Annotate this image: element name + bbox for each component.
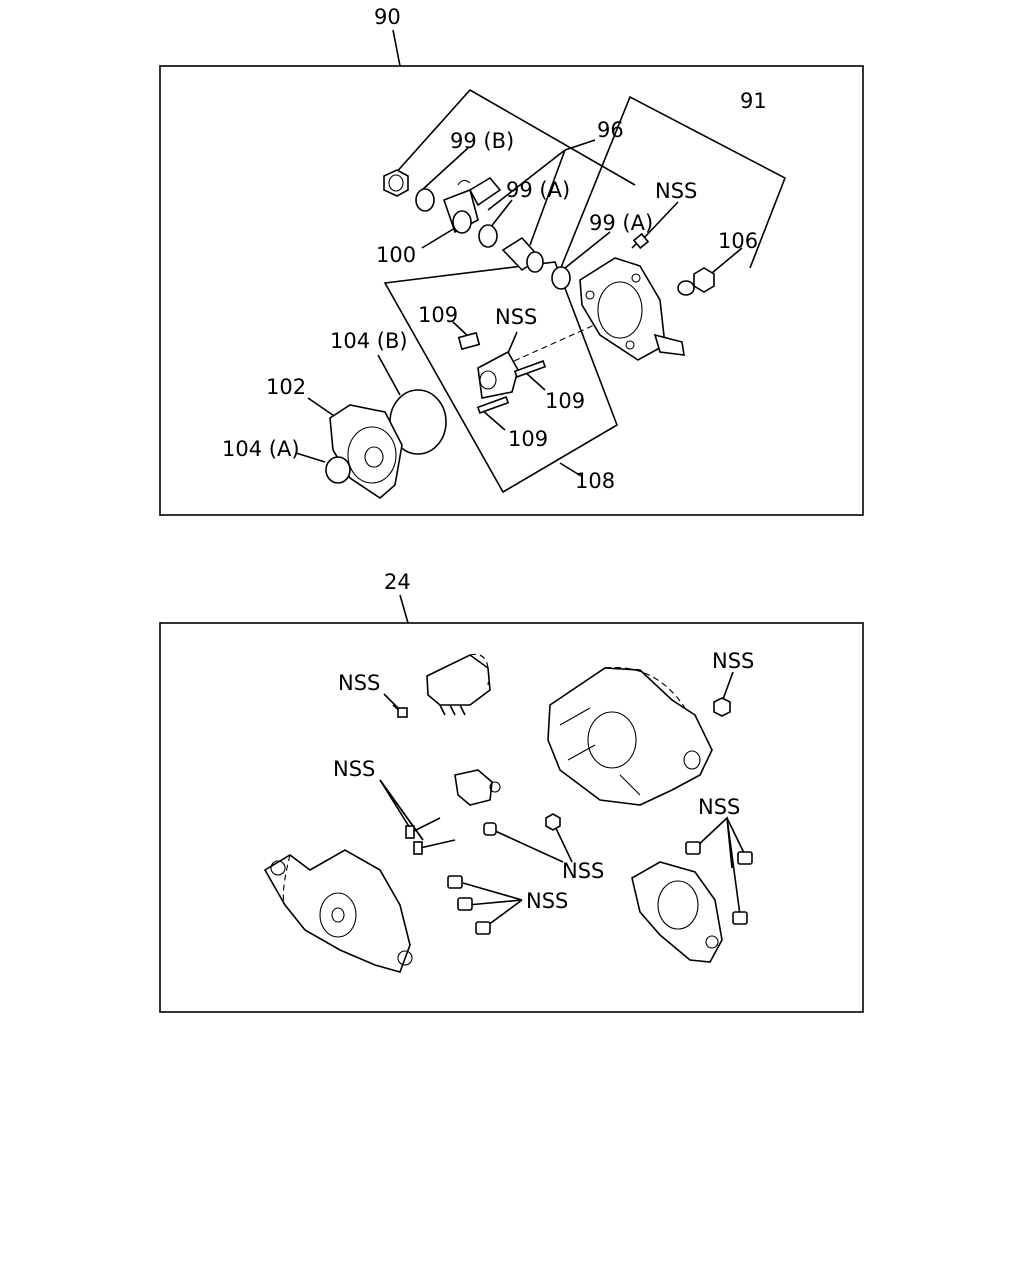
leader-100 bbox=[421, 227, 456, 249]
leader-99a-1 bbox=[489, 199, 513, 229]
diagram-b: 24 bbox=[159, 570, 864, 1013]
bolt-nss-a-part bbox=[631, 232, 650, 250]
bolt-nss-3b-part bbox=[405, 817, 441, 839]
label-109-2: 109 bbox=[545, 389, 585, 413]
label-nss-b4: NSS bbox=[698, 795, 740, 819]
vane-109-1-part bbox=[457, 331, 481, 351]
housing-91-part bbox=[579, 257, 685, 361]
o-ring-99a-2-part bbox=[551, 266, 571, 290]
leader-96-b bbox=[529, 149, 566, 246]
diagram-a: 90 bbox=[159, 5, 864, 516]
leader-104b bbox=[377, 354, 401, 396]
assembly-axis-a bbox=[504, 317, 611, 366]
label-99b: 99 (B) bbox=[450, 129, 514, 153]
rear-housing-part bbox=[263, 849, 413, 973]
label-99a-1: 99 (A) bbox=[506, 178, 570, 202]
end-cover-part bbox=[631, 861, 723, 963]
screw-nss-5a-part bbox=[483, 822, 497, 836]
label-nss-b3: NSS bbox=[333, 757, 375, 781]
fitting-100-part bbox=[442, 176, 502, 234]
leader-nss-4b bbox=[726, 817, 746, 856]
label-102: 102 bbox=[266, 375, 306, 399]
leader-nss-1 bbox=[383, 693, 399, 709]
label-nss-b6: NSS bbox=[526, 889, 568, 913]
label-104b: 104 (B) bbox=[330, 329, 408, 353]
label-nss-a: NSS bbox=[655, 179, 697, 203]
leader-nss-2 bbox=[721, 671, 734, 703]
bolt-nss-3a-part bbox=[413, 839, 456, 855]
label-104a: 104 (A) bbox=[222, 437, 300, 461]
leader-99b bbox=[421, 147, 469, 191]
leader-nss-6b bbox=[467, 899, 523, 906]
ref-label-90: 90 bbox=[374, 5, 401, 29]
ref-leader-24 bbox=[399, 594, 409, 624]
o-ring-104a-part bbox=[325, 456, 351, 484]
label-109-1: 109 bbox=[418, 303, 458, 327]
valve-96-part bbox=[501, 236, 544, 273]
label-91: 91 bbox=[740, 89, 767, 113]
leader-nss-5a bbox=[492, 829, 564, 863]
label-96: 96 bbox=[597, 118, 624, 142]
label-nss-b: NSS bbox=[495, 305, 537, 329]
screw-nss-4b-part bbox=[737, 851, 753, 865]
nut-99b-part bbox=[383, 169, 409, 197]
screw-nss-6a-part bbox=[447, 875, 463, 889]
screw-nss-1-part bbox=[392, 704, 408, 718]
screw-nss-6b-part bbox=[457, 897, 473, 911]
leader-nss-a bbox=[641, 201, 679, 241]
regulator-part bbox=[426, 653, 491, 716]
label-nss-b5: NSS bbox=[562, 859, 604, 883]
vane-109-2-part bbox=[513, 360, 547, 378]
label-99a-2: 99 (A) bbox=[589, 211, 653, 235]
front-housing-part bbox=[547, 666, 713, 806]
leader-96-a bbox=[487, 149, 566, 211]
brush-holder-part bbox=[454, 769, 501, 806]
label-108: 108 bbox=[575, 469, 615, 493]
bracket-99b bbox=[384, 88, 636, 186]
screw-nss-4c-part bbox=[732, 911, 748, 925]
label-100: 100 bbox=[376, 243, 416, 267]
bolt-106-part bbox=[677, 267, 715, 296]
ref-label-24: 24 bbox=[384, 570, 411, 594]
screw-nss-4a-part bbox=[685, 841, 701, 855]
leader-104a bbox=[295, 452, 326, 463]
label-106: 106 bbox=[718, 229, 758, 253]
label-nss-b1: NSS bbox=[338, 671, 380, 695]
screw-nss-6c-part bbox=[475, 921, 491, 935]
bracket-108 bbox=[383, 261, 618, 494]
nut-nss-2-part bbox=[713, 697, 731, 717]
diagram-a-frame bbox=[159, 65, 864, 516]
leader-108 bbox=[559, 462, 582, 477]
rotor-108-part bbox=[477, 350, 519, 399]
leader-109-3 bbox=[481, 409, 506, 431]
bracket-91 bbox=[559, 95, 787, 271]
leader-nss-4c bbox=[726, 817, 741, 916]
leader-109-2 bbox=[524, 371, 546, 391]
leader-99a-2 bbox=[564, 231, 611, 269]
ref-leader-90 bbox=[392, 29, 401, 67]
label-nss-b2: NSS bbox=[712, 649, 754, 673]
nut-nss-5b-part bbox=[545, 813, 561, 831]
diagram-b-frame bbox=[159, 622, 864, 1013]
label-109-3: 109 bbox=[508, 427, 548, 451]
o-ring-99a-1-part bbox=[478, 224, 498, 248]
vane-109-3-part bbox=[476, 396, 510, 414]
leader-96 bbox=[564, 139, 596, 151]
o-ring-99b-part bbox=[415, 188, 435, 212]
leader-nss-3b bbox=[379, 779, 424, 841]
leader-nss-6a bbox=[462, 882, 523, 901]
